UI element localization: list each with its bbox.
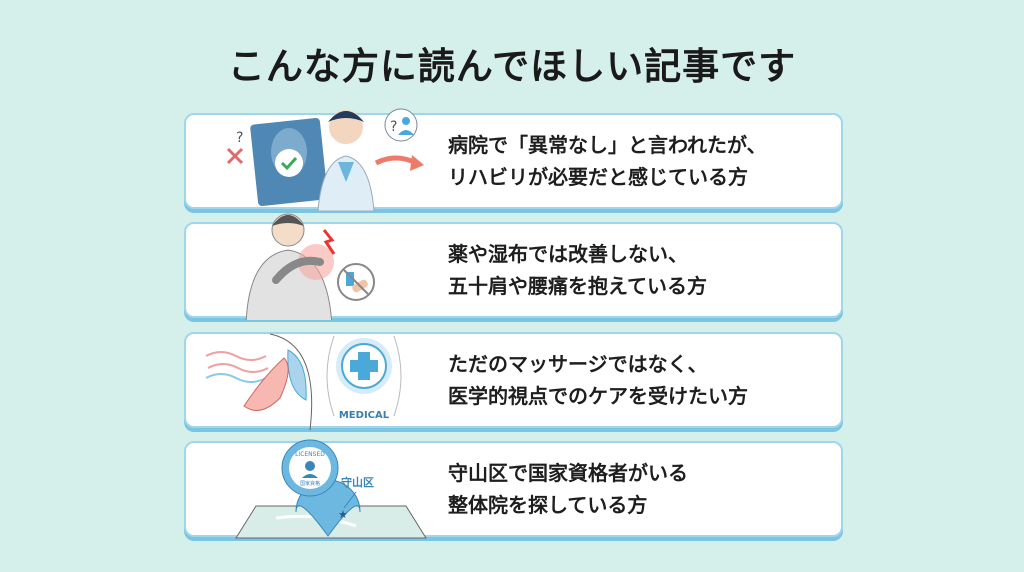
card-line-2: リハビリが必要だと感じている方 (448, 165, 748, 189)
place-label: 守山区 (341, 475, 374, 489)
map-pin-icon: LICENSED 国家資格 守山区 ★ (235, 439, 427, 539)
audience-card-4: LICENSED 国家資格 守山区 ★ 守山区で国家資格者がいる 整体院を探して… (184, 439, 843, 539)
pin-badge-bottom: 国家資格 (300, 480, 320, 487)
svg-text:★: ★ (338, 508, 348, 521)
card-text: 病院で「異常なし」と言われたが、 リハビリが必要だと感じている方 (448, 129, 767, 193)
audience-card-2: 薬や湿布では改善しない、 五十肩や腰痛を抱えている方 (184, 213, 843, 320)
card-text: ただのマッサージではなく、 医学的視点でのケアを受けたい方 (448, 348, 748, 412)
svg-text:?: ? (236, 130, 243, 146)
card-text: 薬や湿布では改善しない、 五十肩や腰痛を抱えている方 (448, 238, 707, 302)
pin-badge-top: LICENSED (295, 451, 325, 458)
card-line-1: ただのマッサージではなく、 (448, 352, 708, 376)
medical-cross-icon: MEDICAL (205, 333, 402, 430)
card-line-1: 守山区で国家資格者がいる (448, 461, 688, 485)
card-line-2: 五十肩や腰痛を抱えている方 (448, 274, 707, 298)
medical-badge-label: MEDICAL (339, 410, 390, 421)
card-line-1: 薬や湿布では改善しない、 (448, 242, 688, 266)
card-line-1: 病院で「異常なし」と言われたが、 (448, 133, 767, 157)
doctor-xray-icon: ? ? (226, 108, 424, 211)
shoulder-pain-icon (245, 213, 375, 320)
svg-text:?: ? (390, 119, 397, 135)
card-text: 守山区で国家資格者がいる 整体院を探している方 (448, 457, 688, 521)
card-line-2: 整体院を探している方 (448, 493, 648, 517)
page-title: こんな方に読んでほしい記事です (227, 45, 797, 88)
audience-card-1: ? ? 病院で「異常なし」と言われたが、 リハビリが必要だと感じている方 (184, 108, 843, 211)
audience-card-3: MEDICAL ただのマッサージではなく、 医学的視点でのケアを受けたい方 (184, 332, 843, 430)
card-line-2: 医学的視点でのケアを受けたい方 (448, 384, 748, 408)
